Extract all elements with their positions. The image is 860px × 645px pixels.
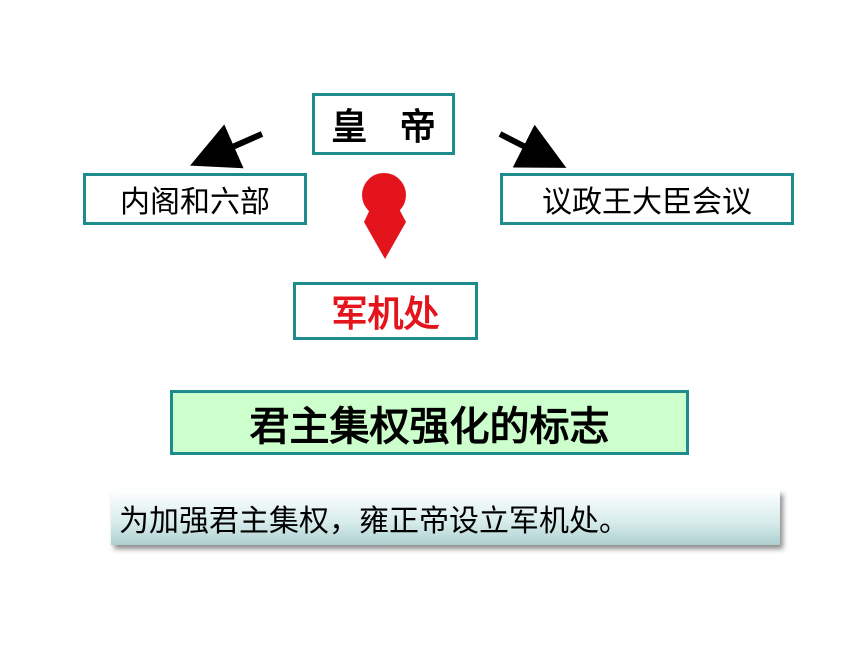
council-box: 议政王大臣会议 (500, 173, 794, 225)
note-text: 为加强君主集权，雍正帝设立军机处。 (119, 503, 629, 539)
significance-label: 君主集权强化的标志 (249, 403, 610, 450)
cabinet-box: 内阁和六部 (83, 173, 307, 225)
cabinet-label: 内阁和六部 (120, 185, 270, 220)
council-label: 议政王大臣会议 (542, 185, 752, 220)
significance-box: 君主集权强化的标志 (170, 390, 689, 455)
grand-council-label: 军机处 (331, 294, 440, 335)
red-down-arrow (362, 173, 406, 259)
arrow-to-cabinet (190, 124, 264, 169)
grand-council-box: 军机处 (293, 282, 478, 340)
arrow-to-council (498, 124, 567, 168)
note-box: 为加强君主集权，雍正帝设立军机处。 (111, 490, 780, 545)
emperor-label: 皇 帝 (331, 107, 446, 148)
emperor-box: 皇 帝 (312, 93, 455, 155)
